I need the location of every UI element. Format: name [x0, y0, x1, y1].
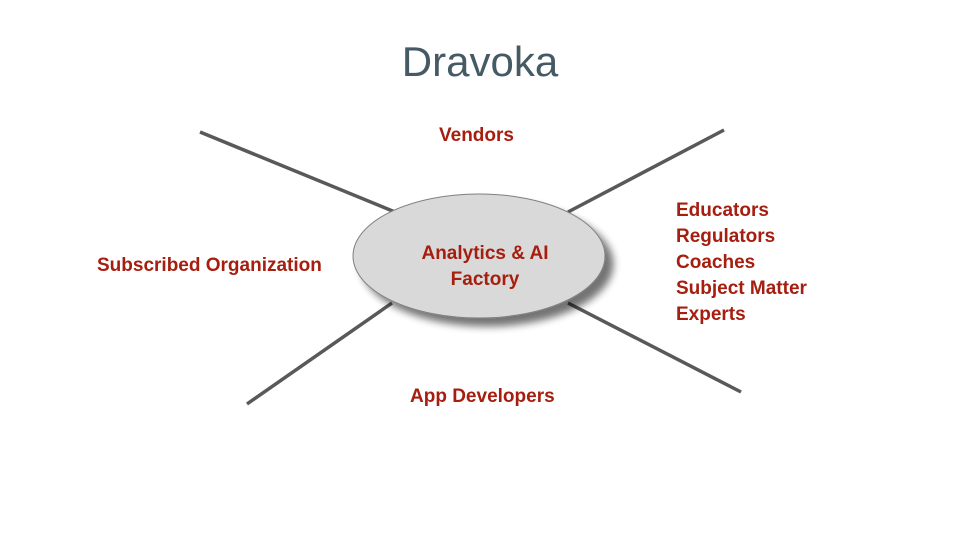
hub-label: Analytics & AI Factory [385, 241, 585, 293]
hub-label-line-2: Factory [450, 269, 520, 290]
spoke-line-top-left [199, 130, 396, 214]
spoke-line-bottom-right [567, 301, 742, 394]
spoke-line-top-right [567, 128, 725, 214]
hub-label-line-1: Analytics & AI [421, 243, 549, 264]
spoke-label-coaches: Coaches [676, 252, 756, 273]
spoke-label-subscribed-organization: Subscribed Organization [97, 255, 322, 276]
spoke-label-educators: Educators [676, 200, 769, 221]
spoke-label-vendors: Vendors [439, 125, 514, 146]
spoke-label-subject-matter: Subject Matter [676, 278, 807, 299]
hub-ellipse [352, 193, 606, 319]
spoke-line-bottom-left [245, 301, 394, 406]
spoke-label-app-developers: App Developers [410, 386, 555, 407]
spoke-label-experts: Experts [676, 304, 746, 325]
slide-title: Dravoka [401, 38, 559, 85]
spoke-label-right-group: Educators Regulators Coaches Subject Mat… [676, 198, 807, 328]
spoke-label-regulators: Regulators [676, 226, 776, 247]
